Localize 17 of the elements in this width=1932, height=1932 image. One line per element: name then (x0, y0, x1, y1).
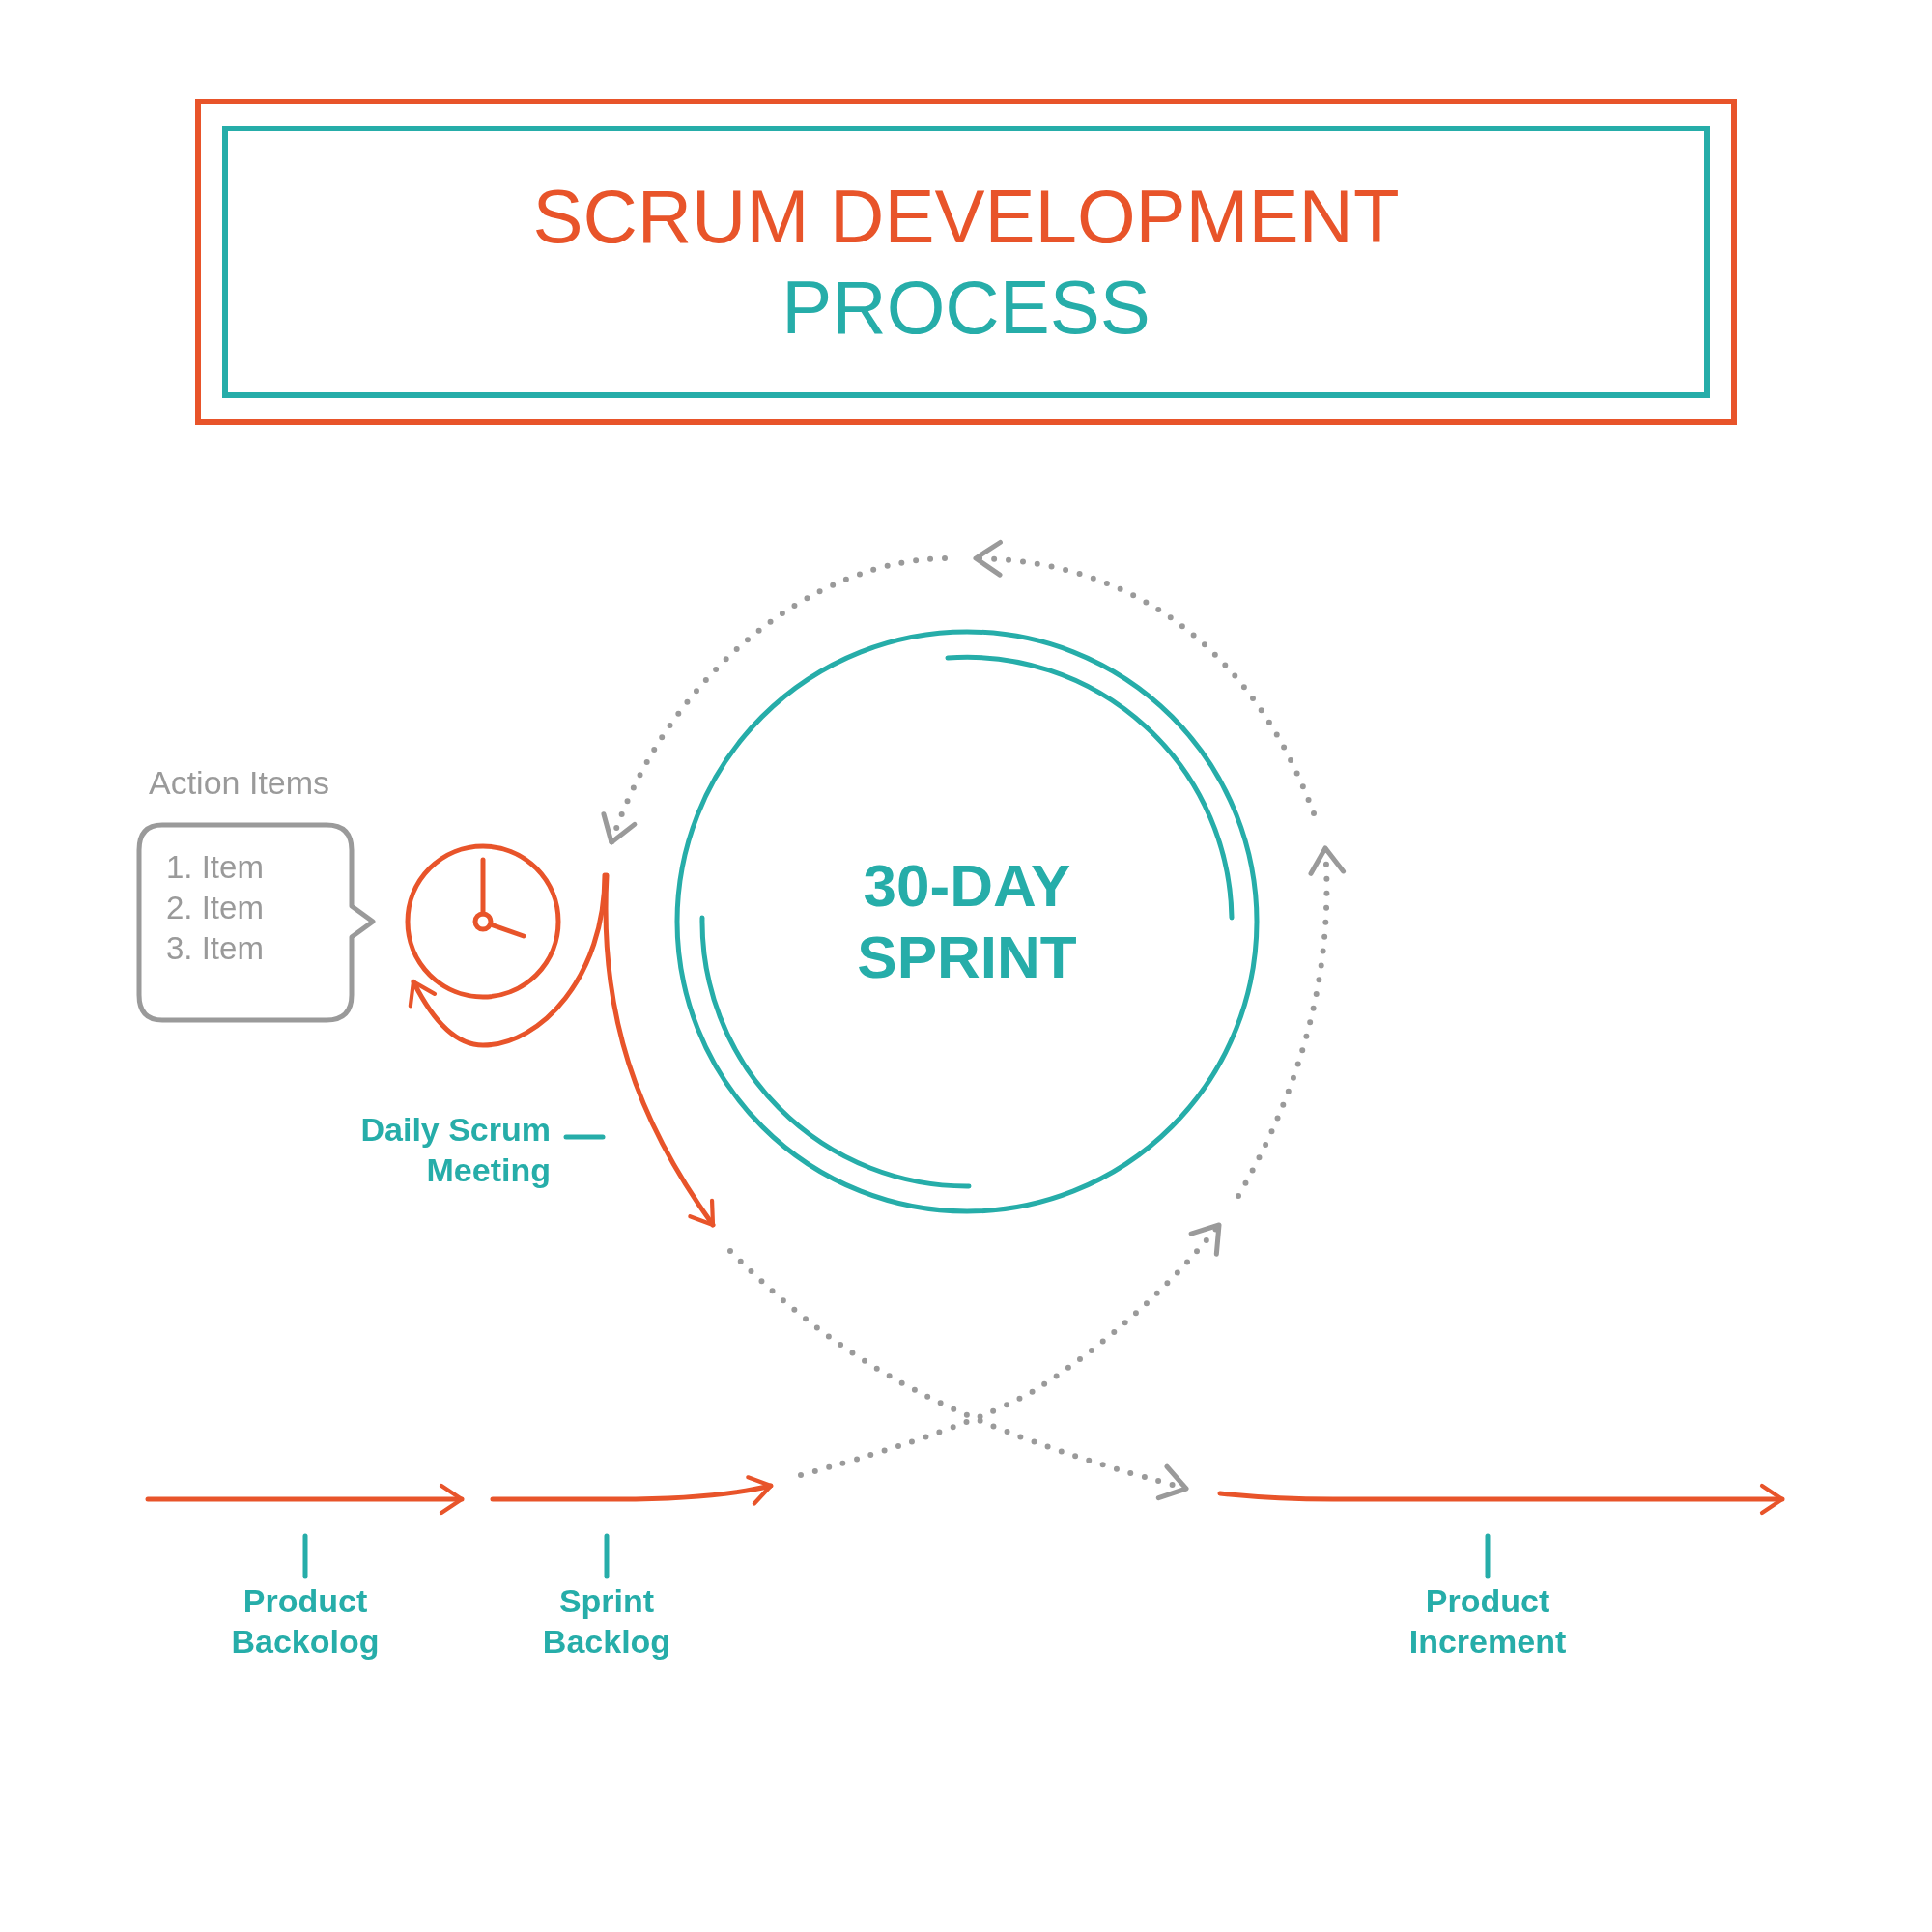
leader-line (563, 1134, 606, 1140)
stage-label: Product Backolog (199, 1580, 412, 1662)
loop-arrow (409, 872, 608, 1048)
leader-line (604, 1533, 610, 1579)
title-text: SCRUM DEVELOPMENT (532, 173, 1400, 261)
list-item: 1. Item (166, 848, 264, 887)
meeting-label: Daily Scrum Meeting (328, 1109, 551, 1190)
stage-label: Product Increment (1381, 1580, 1594, 1662)
list-item: 2. Item (166, 889, 264, 927)
sprint-label: 30-DAY SPRINT (856, 851, 1078, 992)
list-item: 3. Item (166, 929, 264, 968)
bubble-heading: Action Items (149, 763, 330, 802)
stage-label: Sprint Backlog (500, 1580, 713, 1662)
leader-line (1485, 1533, 1491, 1579)
leader-line (302, 1533, 308, 1579)
title-frame (195, 99, 1737, 425)
title-text: PROCESS (781, 264, 1151, 352)
